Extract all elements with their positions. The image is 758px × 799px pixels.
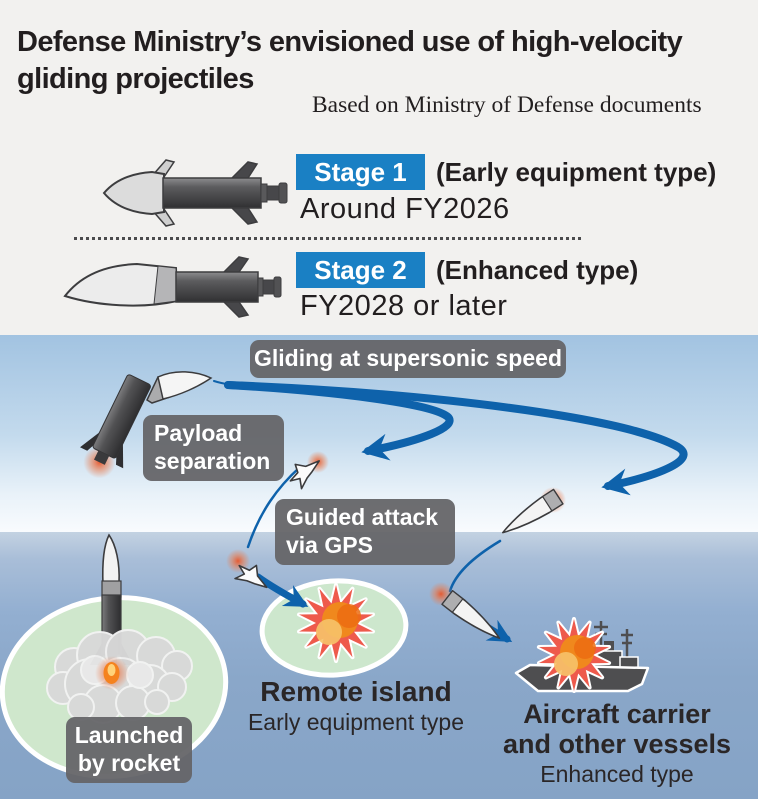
trajectory-diagram: Gliding at supersonic speed Payload sepa… [0, 335, 758, 799]
label-guided-line2: via GPS [286, 531, 373, 558]
stage2-missile-icon [63, 256, 282, 318]
arrow-remote-island [254, 573, 309, 608]
scene-illustration [0, 335, 758, 799]
carrier-name-line1: Aircraft carrier [523, 699, 711, 729]
page-title-line1: Defense Ministry’s envisioned use of hig… [17, 26, 683, 58]
caption-remote-island: Remote island Early equipment type [230, 676, 482, 736]
source-note: Based on Ministry of Defense documents [312, 92, 702, 118]
arrow-long-dive [224, 381, 688, 496]
remote-island-type: Early equipment type [247, 709, 465, 736]
stage1-timing: Around FY2026 [300, 193, 510, 225]
label-gliding-speed: Gliding at supersonic speed [250, 340, 566, 378]
explosion-carrier-icon [536, 617, 612, 693]
stage1-badge: Stage 1 [296, 154, 425, 190]
launch-flame-icon [95, 656, 129, 690]
label-guided-attack: Guided attack via GPS [275, 499, 455, 566]
label-payload-line2: separation [154, 447, 271, 474]
label-launched-line2: by rocket [77, 749, 181, 776]
trace-right [448, 539, 502, 593]
payload-glider-icon [146, 371, 213, 404]
separated-booster-icon [80, 374, 151, 479]
stage2-timing: FY2028 or later [300, 290, 508, 322]
label-launched-by-rocket: Launched by rocket [66, 717, 192, 784]
remote-island-name: Remote island [260, 676, 452, 707]
page-title: Defense Ministry’s envisioned use of hig… [17, 24, 683, 98]
stage1-type: (Early equipment type) [436, 156, 717, 187]
explosion-remote-island-icon [297, 583, 375, 663]
label-launched-line1: Launched [74, 722, 184, 748]
stage2-badge: Stage 2 [296, 252, 425, 288]
caption-aircraft-carrier: Aircraft carrier and other vessels Enhan… [484, 699, 750, 788]
label-guided-line1: Guided attack [286, 504, 439, 530]
label-gliding-speed-text: Gliding at supersonic speed [253, 345, 562, 372]
stage1-missile-icon [102, 159, 288, 227]
carrier-type: Enhanced type [540, 761, 694, 788]
header-panel: Defense Ministry’s envisioned use of hig… [0, 0, 758, 335]
page-title-line2: gliding projectiles [17, 63, 254, 95]
trace-left [246, 465, 302, 549]
label-payload-line1: Payload [154, 420, 243, 446]
carrier-name-line2: and other vessels [502, 729, 732, 760]
label-payload-separation: Payload separation [143, 415, 284, 482]
stage2-type: (Enhanced type) [436, 254, 639, 285]
dotted-separator [74, 237, 581, 240]
